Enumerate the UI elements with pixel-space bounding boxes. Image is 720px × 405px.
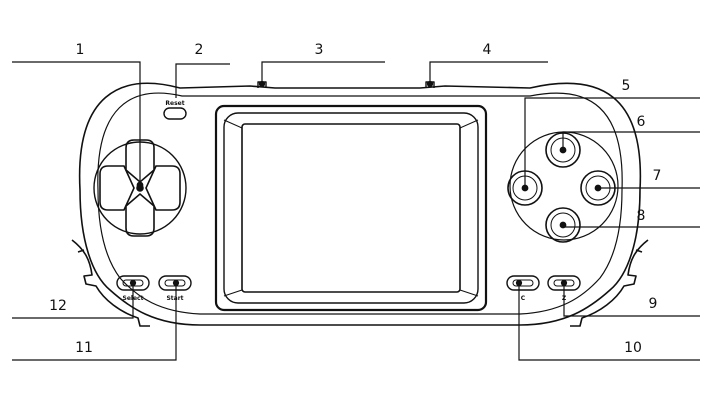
leader-lines: [12, 61, 700, 361]
callout-1: 1: [76, 42, 85, 58]
callout-5: 5: [622, 78, 631, 94]
dpad-left[interactable]: [99, 165, 135, 211]
reset-button[interactable]: [163, 107, 187, 120]
callout-9: 9: [649, 296, 658, 312]
screen-display: [241, 123, 461, 293]
dpad-down[interactable]: [125, 192, 155, 237]
callout-4: 4: [483, 42, 492, 58]
callout-numbers: 1 2 3 4 5 6 7 8 9 10 11 12: [49, 42, 661, 356]
screen-bezel-outer: [214, 104, 488, 312]
screen-assembly: [214, 104, 488, 312]
callout-2: 2: [195, 42, 204, 58]
screen-bezel-inner: [223, 112, 479, 304]
dpad-right[interactable]: [145, 165, 181, 211]
callout-6: 6: [637, 114, 646, 130]
dpad-up[interactable]: [125, 139, 155, 184]
c-button[interactable]: [506, 275, 540, 291]
callout-11: 11: [75, 340, 93, 356]
reset-label: Reset: [165, 100, 184, 107]
cz-group: [506, 275, 581, 291]
select-start-group: [116, 275, 192, 291]
callout-7: 7: [653, 168, 662, 184]
callout-10: 10: [624, 340, 642, 356]
c-label: C: [521, 295, 526, 302]
start-label: Start: [166, 295, 183, 302]
callout-3: 3: [315, 42, 324, 58]
reset-button-group: Reset: [163, 100, 187, 120]
callout-12: 12: [49, 298, 67, 314]
callout-8: 8: [637, 208, 646, 224]
action-button-bottom[interactable]: [545, 207, 581, 243]
start-button[interactable]: [158, 275, 192, 291]
